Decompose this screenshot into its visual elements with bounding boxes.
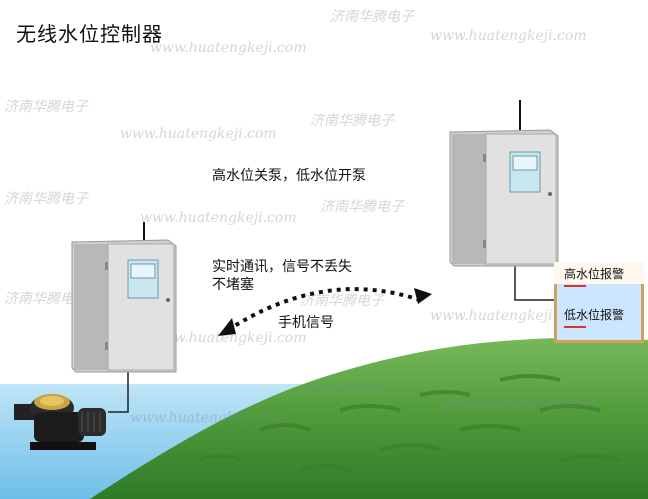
signal-arc [218, 287, 432, 336]
realtime-label-line2: 不堵塞 [212, 277, 254, 293]
arrowhead-left [218, 318, 236, 336]
high-level-alarm-label: 高水位报警 [564, 267, 625, 281]
water-pump-icon [14, 394, 106, 450]
page-title: 无线水位控制器 [16, 22, 163, 46]
grass-texture [199, 374, 621, 472]
low-level-sensor-line [564, 326, 586, 328]
wire-left [108, 370, 129, 413]
realtime-label-line1: 实时通讯，信号不丢失 [212, 259, 352, 275]
wire-right [514, 265, 554, 301]
pump-rule-label: 高水位关泵，低水位开泵 [212, 168, 366, 184]
arrowhead-right [414, 288, 432, 304]
phone-signal-label: 手机信号 [278, 315, 334, 331]
control-cabinet-right [449, 100, 559, 267]
high-level-sensor-line [564, 285, 586, 287]
low-level-alarm-label: 低水位报警 [564, 308, 625, 322]
tank-air-gap [554, 262, 644, 284]
control-cabinet-left [71, 222, 177, 373]
